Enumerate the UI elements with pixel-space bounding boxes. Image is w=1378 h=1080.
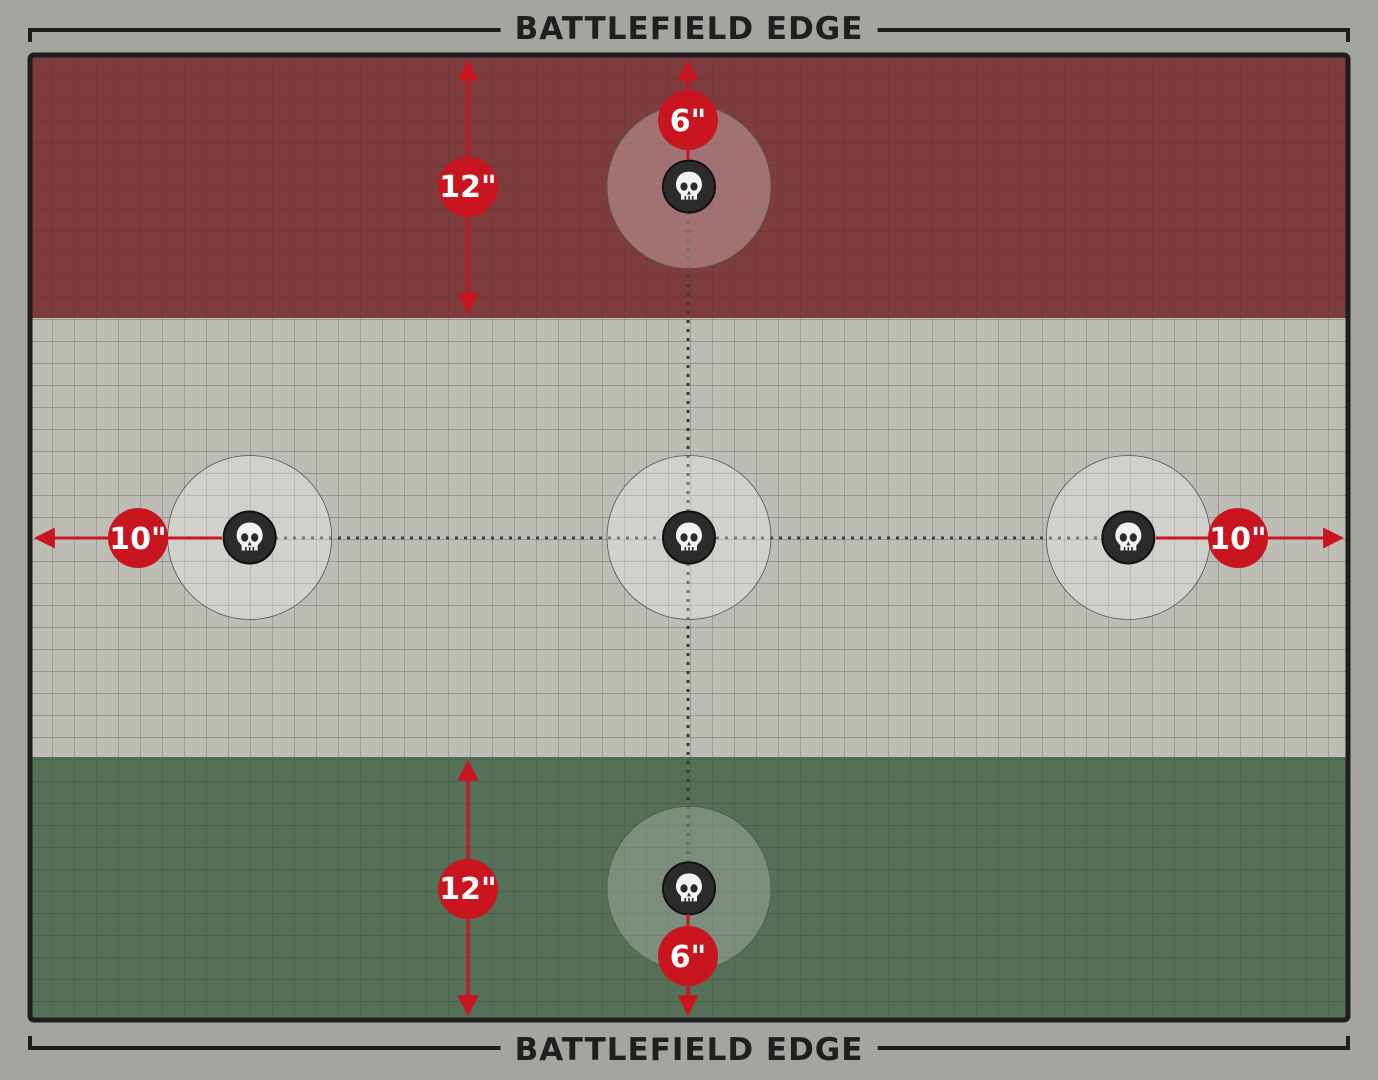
top-zone-depth-marker: 12" xyxy=(438,157,498,217)
bottom-objective-offset-marker: 6" xyxy=(658,926,718,986)
top-objective-offset-marker: 6" xyxy=(658,90,718,150)
objective-right xyxy=(1045,455,1211,620)
top-objective-offset-label: 6" xyxy=(670,104,707,139)
top-zone-depth-label: 12" xyxy=(439,170,496,205)
bottom-edge-label: BATTLEFIELD EDGE xyxy=(500,1030,878,1070)
right-objective-offset-label: 10" xyxy=(1209,522,1266,557)
bottom-zone-depth-label: 12" xyxy=(439,872,496,907)
top-edge-label: BATTLEFIELD EDGE xyxy=(500,9,878,49)
right-objective-offset-marker: 10" xyxy=(1208,508,1268,568)
left-objective-offset-label: 10" xyxy=(109,522,166,557)
left-objective-offset-marker: 10" xyxy=(108,508,168,568)
bottom-zone-depth-marker: 12" xyxy=(438,859,498,919)
battlefield-frame xyxy=(27,52,1351,1023)
objective-bottom xyxy=(606,806,772,971)
objective-center xyxy=(606,455,772,620)
bottom-objective-offset-label: 6" xyxy=(670,940,707,975)
objective-top xyxy=(606,104,772,269)
objectives-layer xyxy=(167,104,1211,971)
objective-left xyxy=(167,455,333,620)
